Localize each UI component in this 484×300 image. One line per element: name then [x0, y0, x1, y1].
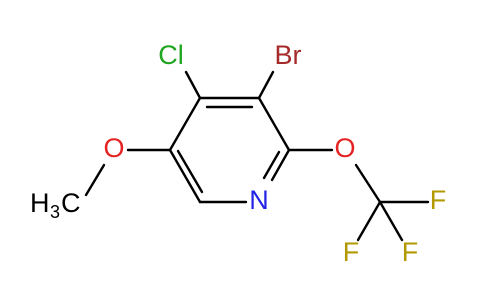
bond-c6-c5-inner [176, 149, 204, 194]
bond-c2-n-inner [262, 150, 281, 180]
bond-o-cf3 [354, 163, 382, 204]
methyl-h: H [30, 188, 50, 218]
bond-c3-c2 [257, 96, 291, 152]
bond-c-f2 [356, 200, 382, 242]
bond-c4-cl [184, 70, 202, 100]
methyl-group: H 3 C [30, 188, 81, 222]
atom-f-right: F [430, 185, 447, 215]
atom-o-trifluoromethoxy: O [334, 133, 355, 163]
bond-c-f3 [378, 200, 404, 242]
bond-c6-c5 [168, 148, 202, 204]
bond-c3-br [257, 70, 275, 100]
bond-c2-n [270, 148, 291, 182]
atom-n: N [249, 185, 269, 215]
atom-br: Br [275, 40, 302, 70]
atom-f-bottom-right: F [402, 237, 419, 267]
bond-c5-c4 [168, 96, 202, 152]
methyl-c: C [61, 188, 81, 218]
atom-cl: Cl [158, 40, 184, 70]
methyl-subscript: 3 [50, 202, 60, 222]
atom-f-bottom-left: F [343, 237, 360, 267]
atom-o-methoxy: O [103, 133, 124, 163]
bond-o-ch3 [84, 163, 106, 197]
